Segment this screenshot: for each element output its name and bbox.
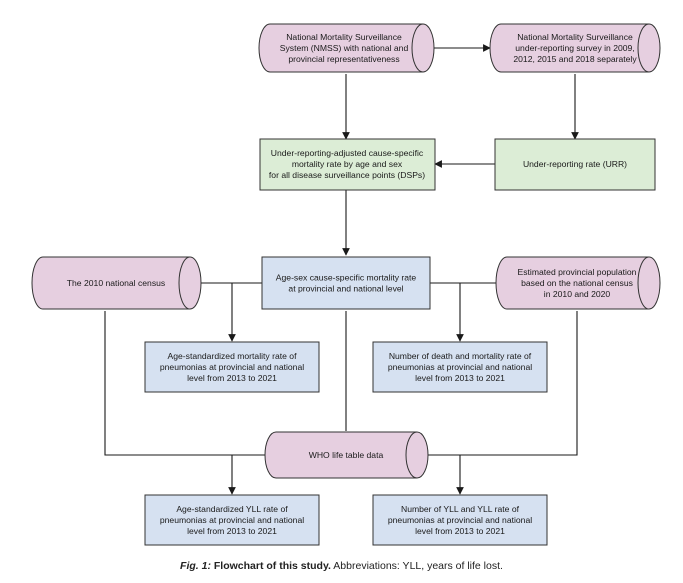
node-urr-text: Under-reporting rate (URR) — [523, 159, 627, 169]
node-text-line: pneumonias at provincial and national — [160, 515, 304, 525]
node-text-line: Age-standardized mortality rate of — [168, 351, 298, 361]
node-text-line: Number of death and mortality rate of — [389, 351, 532, 361]
node-text-line: mortality rate by age and sex — [292, 159, 403, 169]
node-text-line: pneumonias at provincial and national — [388, 515, 532, 525]
node-text-line: based on the national census — [521, 278, 633, 288]
arrow-census-to-agestd-yll — [104, 311, 236, 495]
node-text-line: Estimated provincial population — [518, 267, 637, 277]
node-text-line: for all disease surveillance points (DSP… — [269, 170, 425, 180]
node-text-line: level from 2013 to 2021 — [187, 373, 277, 383]
node-text-line: The 2010 national census — [67, 278, 165, 288]
node-text-line: Number of YLL and YLL rate of — [401, 504, 520, 514]
node-text-line: 2012, 2015 and 2018 separately — [513, 54, 637, 64]
node-text-line: WHO life table data — [309, 450, 384, 460]
caption-text: Abbreviations: YLL, years of life lost. — [333, 560, 503, 572]
node-text-line: provincial representativeness — [288, 54, 399, 64]
node-text-line: National Mortality Surveillance — [286, 32, 402, 42]
node-who-life-table-text: WHO life table data — [309, 450, 384, 460]
node-urr: Under-reporting rate (URR) — [494, 138, 656, 191]
node-text-line: Under-reporting rate (URR) — [523, 159, 627, 169]
caption-title: Flowchart of this study. — [213, 560, 331, 572]
caption-figure-label: Fig. 1: — [180, 560, 211, 572]
arrow-population-to-deaths — [456, 282, 496, 342]
node-text-line: Age-sex cause-specific mortality rate — [276, 273, 417, 283]
node-text-line: under-reporting survey in 2009, — [515, 43, 634, 53]
node-who-life-table: WHO life table data — [264, 431, 429, 479]
node-text-line: level from 2013 to 2021 — [187, 526, 277, 536]
figure-caption: Fig. 1: Flowchart of this study. Abbrevi… — [0, 560, 683, 572]
node-census-2010: The 2010 national census — [31, 256, 202, 310]
node-text-line: in 2010 and 2020 — [544, 289, 611, 299]
arrow-population-to-yll — [456, 311, 578, 495]
node-text-line: at provincial and national level — [288, 284, 403, 294]
node-text-line: System (NMSS) with national and — [280, 43, 409, 53]
node-text-line: National Mortality Surveillance — [517, 32, 633, 42]
node-text-line: Age-standardized YLL rate of — [176, 504, 288, 514]
node-text-line: level from 2013 to 2021 — [415, 373, 505, 383]
node-census-2010-text: The 2010 national census — [67, 278, 165, 288]
node-text-line: pneumonias at provincial and national — [160, 362, 304, 372]
arrow-census-to-agestd-mortality — [200, 282, 236, 342]
node-text-line: level from 2013 to 2021 — [415, 526, 505, 536]
node-text-line: Under-reporting-adjusted cause-specific — [271, 148, 424, 158]
node-text-line: pneumonias at provincial and national — [388, 362, 532, 372]
